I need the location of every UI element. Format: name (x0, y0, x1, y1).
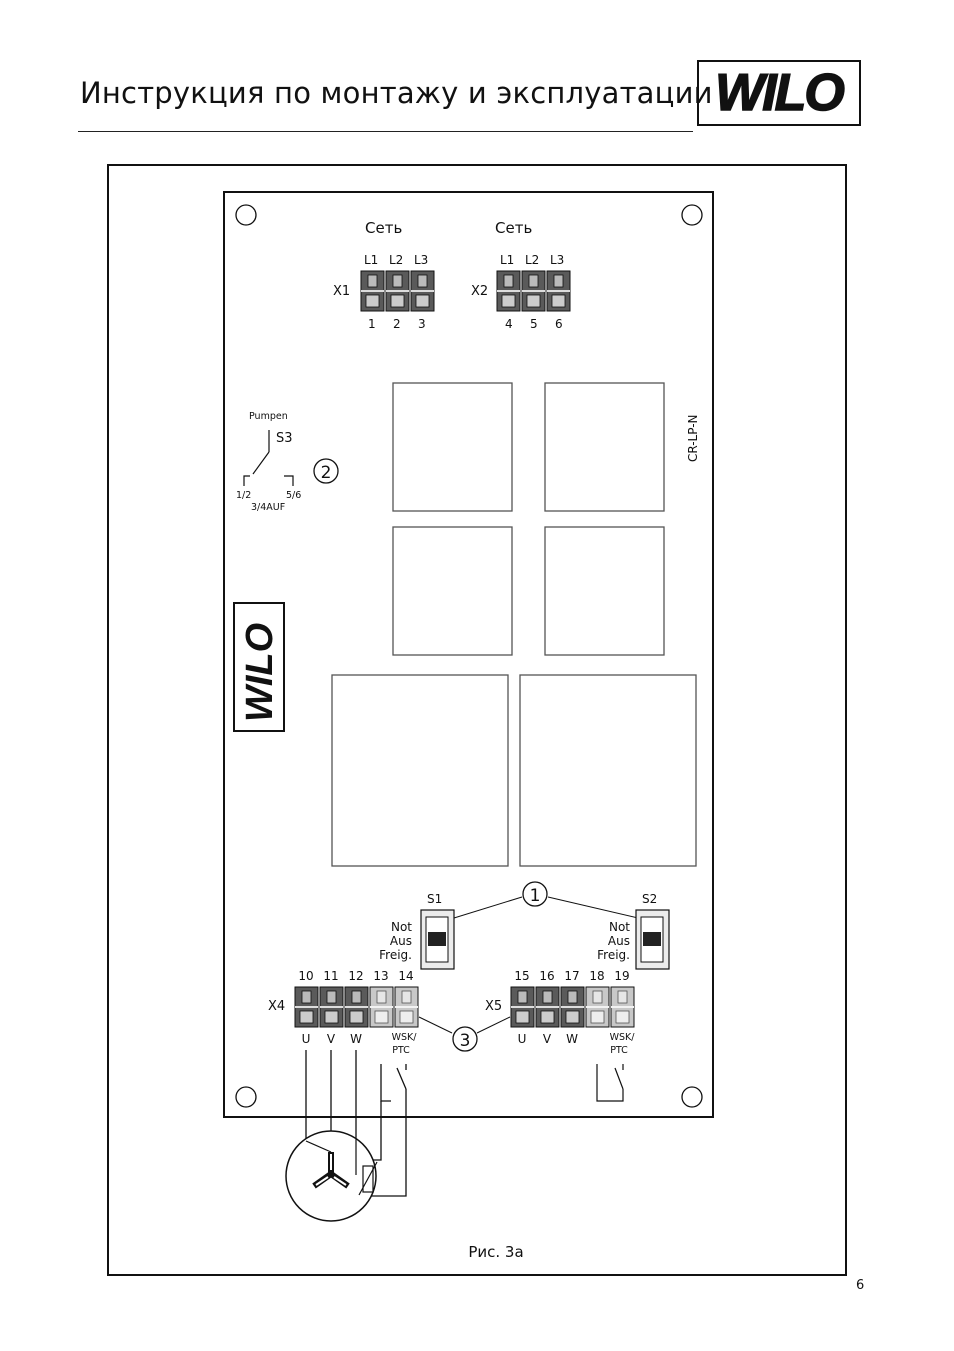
x4-sensor-ptc: PTC (392, 1045, 410, 1056)
x5-number-17: 17 (564, 969, 579, 983)
x1-phase-l1: L1 (364, 253, 378, 267)
x5-terminal-block (510, 986, 635, 1028)
mounting-hole (235, 1086, 257, 1108)
x5-number-15: 15 (514, 969, 529, 983)
x5-label: X5 (485, 999, 502, 1014)
x2-number-5: 5 (530, 317, 538, 331)
s3-label: S3 (276, 431, 293, 446)
x2-phase-l3: L3 (550, 253, 564, 267)
mounting-hole (235, 204, 257, 226)
callout-1: 1 (530, 886, 541, 906)
s3-mode: 3/4AUF (251, 502, 285, 513)
x2-phase-l2: L2 (525, 253, 539, 267)
s2-text-freig: Freig. (597, 948, 630, 962)
s1-text-not: Not (391, 920, 412, 934)
figure-caption: Рис. 3а (468, 1243, 523, 1261)
s3-pos-right: 5/6 (286, 490, 301, 501)
s2-text-not: Not (609, 920, 630, 934)
callout-3-leader (476, 1016, 511, 1034)
s2-label: S2 (642, 892, 657, 906)
x2-terminal-block (496, 270, 571, 312)
x5-number-19: 19 (614, 969, 629, 983)
x5-phase-u: U (518, 1032, 527, 1046)
wilo-logo: WILO (697, 60, 861, 126)
mains-label-x2: Сеть (495, 219, 532, 237)
x4-number-13: 13 (373, 969, 388, 983)
x4-number-11: 11 (323, 969, 338, 983)
callout-1-leader (453, 896, 523, 919)
x2-number-6: 6 (555, 317, 563, 331)
x5-phase-v: V (543, 1032, 552, 1046)
x5-sensor-ptc: PTC (610, 1045, 628, 1056)
contactor-box (519, 674, 697, 867)
board-logo: WILO (239, 623, 281, 722)
s1-text-aus: Aus (390, 934, 412, 948)
x5-number-18: 18 (589, 969, 604, 983)
board-logo-frame (233, 602, 285, 732)
circuit-board (223, 191, 714, 1118)
s3-pos-left: 1/2 (236, 490, 251, 501)
relay-box (392, 526, 513, 656)
x5-number-16: 16 (539, 969, 554, 983)
x4-phase-u: U (302, 1032, 311, 1046)
relay-box (392, 382, 513, 512)
relay-box (544, 526, 665, 656)
x4-number-14: 14 (398, 969, 413, 983)
callout-2: 2 (321, 463, 332, 483)
figure-frame (107, 164, 847, 1276)
s2-dip-switch[interactable] (635, 909, 670, 970)
x1-terminal-block (360, 270, 435, 312)
x2-phase-l1: L1 (500, 253, 514, 267)
callout-2-circle (313, 458, 339, 484)
motor-symbol (285, 1130, 378, 1222)
x5-sensor-wsk: WSK/ (610, 1032, 636, 1043)
mounting-hole (681, 1086, 703, 1108)
x1-phase-l2: L2 (389, 253, 403, 267)
x4-terminal-block (294, 986, 419, 1028)
x1-phase-l3: L3 (414, 253, 428, 267)
mains-label-x1: Сеть (365, 219, 402, 237)
x4-sensor-wsk: WSK/ (392, 1032, 418, 1043)
s1-dip-switch[interactable] (420, 909, 455, 970)
s3-switch-symbol (243, 430, 294, 486)
x4-phase-v: V (327, 1032, 336, 1046)
x4-number-10: 10 (298, 969, 313, 983)
s1-label: S1 (427, 892, 442, 906)
contactor-box (331, 674, 509, 867)
board-code: CR-LP-N (686, 414, 700, 462)
x5-phase-w: W (566, 1032, 578, 1046)
mounting-hole (681, 204, 703, 226)
x2-number-4: 4 (505, 317, 513, 331)
s1-text-freig: Freig. (379, 948, 412, 962)
page-title: Инструкция по монтажу и эксплуатации (80, 76, 713, 110)
wilo-logo-text: WILO (714, 63, 845, 123)
relay-box (544, 382, 665, 512)
callout-3: 3 (460, 1031, 471, 1051)
s3-title: Pumpen (249, 411, 288, 422)
callout-3-leader (418, 1016, 453, 1034)
callout-1-leader (547, 896, 639, 919)
title-underline (78, 131, 693, 132)
page-number: 6 (856, 1278, 865, 1293)
callout-3-circle (452, 1026, 478, 1052)
x4-phase-w: W (350, 1032, 362, 1046)
s2-text-aus: Aus (608, 934, 630, 948)
x4-number-12: 12 (348, 969, 363, 983)
x1-label: X1 (333, 284, 350, 299)
x1-number-3: 3 (418, 317, 426, 331)
callout-1-circle (522, 881, 548, 907)
x5-sensor-contact (596, 1064, 624, 1102)
x1-number-1: 1 (368, 317, 376, 331)
x2-label: X2 (471, 284, 488, 299)
x4-label: X4 (268, 999, 285, 1014)
x1-number-2: 2 (393, 317, 401, 331)
